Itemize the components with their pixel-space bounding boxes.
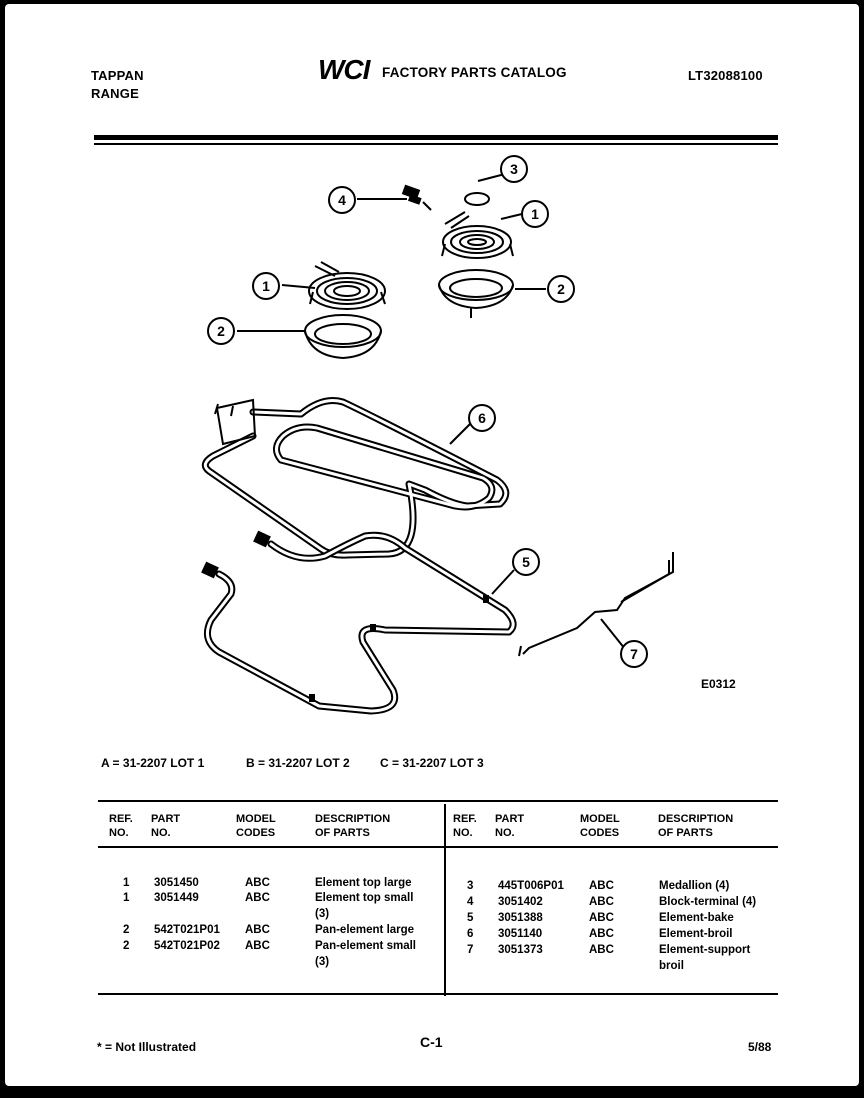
catalog-title: FACTORY PARTS CATALOG: [382, 65, 567, 80]
callout-5: 5: [522, 554, 530, 570]
ref-cell: 3: [467, 880, 474, 892]
part-cell: 3051402: [498, 896, 543, 908]
element-top-small: [441, 211, 514, 259]
desc-cell: Medallion (4): [659, 880, 730, 892]
not-illustrated-note: * = Not Illustrated: [97, 1040, 197, 1054]
model-cell: ABC: [245, 877, 270, 889]
lot-c: C = 31-2207 LOT 3: [380, 756, 484, 770]
brand-name: TAPPAN: [91, 68, 144, 83]
table-rule-top: [98, 800, 778, 802]
ref-cell: 7: [467, 944, 474, 956]
model-cell: ABC: [589, 896, 614, 908]
product-name: RANGE: [91, 86, 139, 101]
part-cell: 3051449: [154, 892, 199, 904]
lot-a: A = 31-2207 LOT 1: [101, 756, 205, 770]
page-number: C-1: [420, 1034, 443, 1050]
callout-2-right: 2: [557, 281, 565, 297]
parts-diagram: 3 4 1 1 2 2 6 5 7 E0312: [201, 155, 736, 715]
ref-cell: 4: [467, 896, 474, 908]
element-support-broil: [518, 552, 674, 657]
desc-cell: Pan-element large: [315, 924, 415, 936]
ref-cell: 2: [123, 940, 130, 952]
part-cell: 542T021P02: [154, 940, 220, 952]
desc-cell: Element-support: [659, 944, 751, 956]
callout-6: 6: [478, 410, 486, 426]
wci-logo: WCI: [318, 54, 370, 85]
desc-cell: Element-broil: [659, 928, 733, 940]
model-cell: ABC: [589, 912, 614, 924]
ref-cell: 1: [123, 877, 130, 889]
element-bake: [203, 531, 517, 715]
drawing-code: E0312: [701, 677, 736, 691]
desc-cell-continued: (3): [315, 908, 330, 920]
ref-cell: 5: [467, 912, 474, 924]
desc-cell: Element top small: [315, 892, 414, 904]
model-cell: ABC: [589, 928, 614, 940]
catalog-page: TAPPAN RANGE WCI FACTORY PARTS CATALOG L…: [5, 4, 859, 1086]
model-number: LT32088100: [688, 68, 763, 83]
table-divider: [444, 804, 446, 996]
model-cell: ABC: [589, 880, 614, 892]
pan-element-large: [304, 314, 382, 360]
ref-cell: 6: [467, 928, 474, 940]
model-cell: ABC: [589, 944, 614, 956]
desc-cell: Pan-element small: [315, 940, 416, 952]
element-top-large: [308, 261, 386, 310]
table-rule-bottom: [98, 993, 778, 995]
part-cell: 3051373: [498, 944, 543, 956]
pan-element-small: [438, 269, 514, 318]
desc-cell: Element top large: [315, 877, 412, 889]
callout-2-left: 2: [217, 323, 225, 339]
model-cell: ABC: [245, 940, 270, 952]
lot-b: B = 31-2207 LOT 2: [246, 756, 350, 770]
part-cell: 542T021P01: [154, 924, 220, 936]
model-cell: ABC: [245, 892, 270, 904]
callout-7: 7: [630, 646, 638, 662]
header-rule-thin: [94, 143, 778, 145]
part-cell: 3051388: [498, 912, 543, 924]
desc-cell: Block-terminal (4): [659, 896, 757, 908]
header-ref: REF.NO.: [109, 813, 133, 839]
callout-1-left: 1: [262, 278, 270, 294]
callout-4: 4: [338, 192, 346, 208]
header-ref-right: REF.NO.: [453, 813, 477, 839]
header-rule-thick: [94, 135, 778, 140]
desc-cell-continued: (3): [315, 956, 330, 968]
part-cell: 445T006P01: [498, 880, 564, 892]
ref-cell: 1: [123, 892, 130, 904]
ref-cell: 2: [123, 924, 130, 936]
part-cell: 3051140: [498, 928, 543, 940]
model-cell: ABC: [245, 924, 270, 936]
table-rule-header: [98, 846, 778, 848]
callout-1-right: 1: [531, 206, 539, 222]
catalog-date: 5/88: [748, 1040, 772, 1054]
block-terminal: [401, 184, 432, 211]
desc-cell-continued: broil: [659, 960, 684, 972]
desc-cell: Element-bake: [659, 912, 734, 924]
element-broil: [201, 397, 510, 559]
part-cell: 3051450: [154, 877, 199, 889]
callout-3: 3: [510, 161, 518, 177]
medallion: [464, 192, 490, 206]
